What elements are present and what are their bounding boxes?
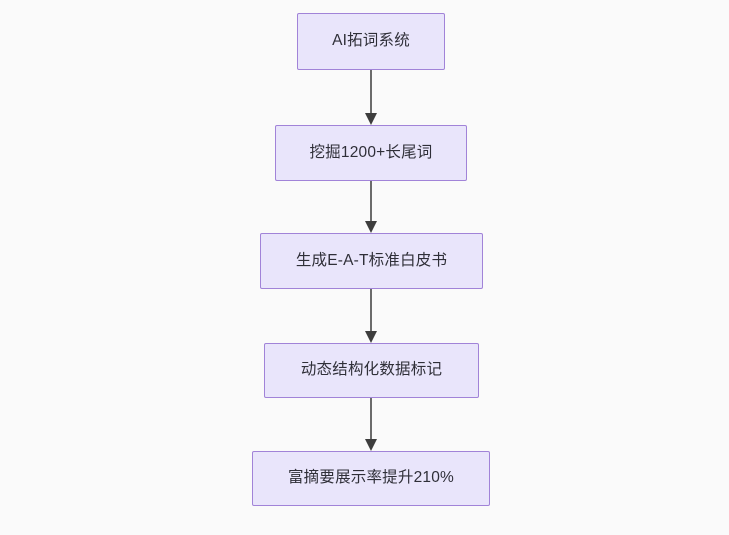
flow-node-label: 动态结构化数据标记 [300, 361, 443, 379]
flow-node-generate-eat-whitepaper[interactable]: 生成E-A-T标准白皮书 [260, 233, 483, 289]
arrowhead-icon [365, 113, 377, 125]
connector-node2-to-node3 [361, 181, 381, 233]
connector-node3-to-node4 [361, 289, 381, 343]
connector-node4-to-node5 [361, 398, 381, 451]
flow-node-ai-keyword-system[interactable]: AI拓词系统 [297, 13, 445, 70]
flow-node-label: 挖掘1200+长尾词 [309, 143, 433, 161]
flow-node-label: 生成E-A-T标准白皮书 [295, 251, 448, 269]
flow-node-mine-longtail-keywords[interactable]: 挖掘1200+长尾词 [275, 125, 467, 181]
flow-node-rich-snippet-impression-lift[interactable]: 富摘要展示率提升210% [252, 451, 490, 506]
arrowhead-icon [365, 331, 377, 343]
arrowhead-icon [365, 221, 377, 233]
arrowhead-icon [365, 439, 377, 451]
flow-node-dynamic-structured-data-markup[interactable]: 动态结构化数据标记 [264, 343, 479, 398]
flow-node-label: AI拓词系统 [332, 32, 410, 50]
connector-node1-to-node2 [361, 70, 381, 125]
flow-node-label: 富摘要展示率提升210% [287, 469, 455, 487]
